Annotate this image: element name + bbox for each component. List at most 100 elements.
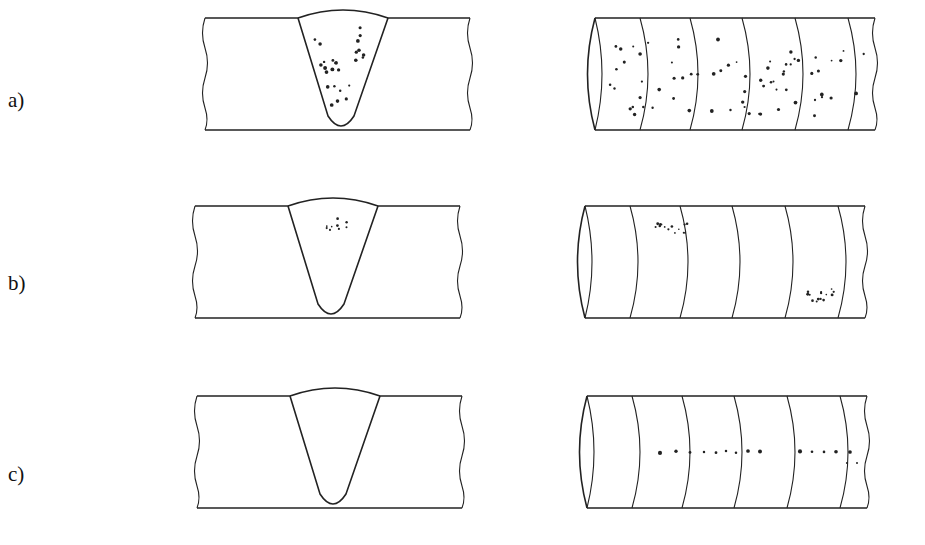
pore-dot [338,228,340,230]
pore-dot [359,26,362,29]
pore-dot [814,56,816,58]
pore-dot [334,62,336,64]
pore-dot [647,42,649,44]
pore-dot [863,53,865,55]
pore-dot [314,38,317,41]
pore-dot [810,72,813,75]
pore-dot [683,223,685,225]
pore-dot [736,61,738,63]
pore-dot [727,64,730,67]
pore-dot [689,451,692,454]
pore-dot [813,114,816,117]
pore-dot [746,449,750,453]
pore-dot [615,68,618,71]
pore-dot [659,225,662,228]
row-label: b) [8,271,26,296]
pore-dot [817,69,820,72]
pore-dot [651,107,653,109]
pore-dot [323,61,325,63]
pore-dot [658,451,662,455]
pore-dot [794,101,798,105]
pore-dot [712,72,716,76]
pore-dot [775,89,777,91]
pore-dot [325,70,329,74]
pore-dot [677,38,680,41]
pore-dot [356,39,360,43]
pore-dot [817,298,820,301]
pore-dot [834,450,838,454]
pore-dot [807,290,810,293]
porosity-dots [314,26,865,464]
pore-dot [744,106,746,108]
pore-dot [782,73,785,76]
pore-dot [735,451,738,454]
pore-dot [770,81,773,84]
pore-dot [811,299,814,302]
pore-dot [769,60,771,62]
pore-dot [334,61,338,65]
pore-dot [683,232,685,234]
pore-dot [777,108,780,111]
pore-dot [326,225,328,227]
pore-dot [759,79,762,82]
pore-dot [674,450,677,453]
pore-dot [681,76,684,79]
pore-dot [830,96,833,99]
pore-dot [362,56,365,59]
pore-dot [674,232,676,234]
pore-dot [839,59,842,62]
pore-dot [748,112,751,115]
pore-dot [833,291,835,293]
pore-dot [744,75,747,78]
pore-dot [362,53,366,57]
pore-dot [823,451,826,454]
pore-dot [333,85,336,88]
pore-dot [337,68,340,71]
pore-dot [339,90,341,92]
pore-dot [846,462,848,464]
pore-dot [326,227,328,229]
pore-dot [330,67,334,71]
pore-dot [820,93,824,97]
pore-dot [672,97,675,100]
pore-dot [323,66,327,70]
pore-dot [656,222,659,225]
row-label: c) [8,462,24,487]
pore-dot [357,49,361,53]
pore-dot [785,63,788,66]
pore-dot [657,88,661,92]
pore-dot [820,292,822,294]
pore-dot [703,451,705,453]
pore-dot [690,73,693,76]
pore-dot [848,450,852,454]
pore-dot [642,106,644,108]
pore-dot [623,61,626,64]
pore-dot [671,225,674,228]
pore-dot [772,81,774,83]
pore-dot [326,85,330,89]
pore-dot [806,293,809,296]
pore-dot [677,45,680,48]
pore-dot [854,92,858,96]
pore-dot [331,226,333,228]
pore-dot [638,52,642,56]
pore-dot [759,112,762,115]
pore-dot [354,59,358,63]
pore-dot [743,90,746,93]
pore-dot [856,462,858,464]
pore-dot [716,38,720,42]
pore-dot [797,59,800,62]
pore-dot [330,103,334,107]
pore-dot [336,224,339,227]
pore-dot [715,451,718,454]
pore-dot [809,294,811,296]
pore-dot [783,70,785,72]
pore-dot [831,60,833,62]
pore-dot [710,109,714,113]
pore-dot [633,113,636,116]
pore-dot [331,59,334,62]
pore-dot [329,229,331,231]
pore-dot [678,228,680,230]
pore-dot [673,77,676,80]
pore-dot [345,226,347,228]
